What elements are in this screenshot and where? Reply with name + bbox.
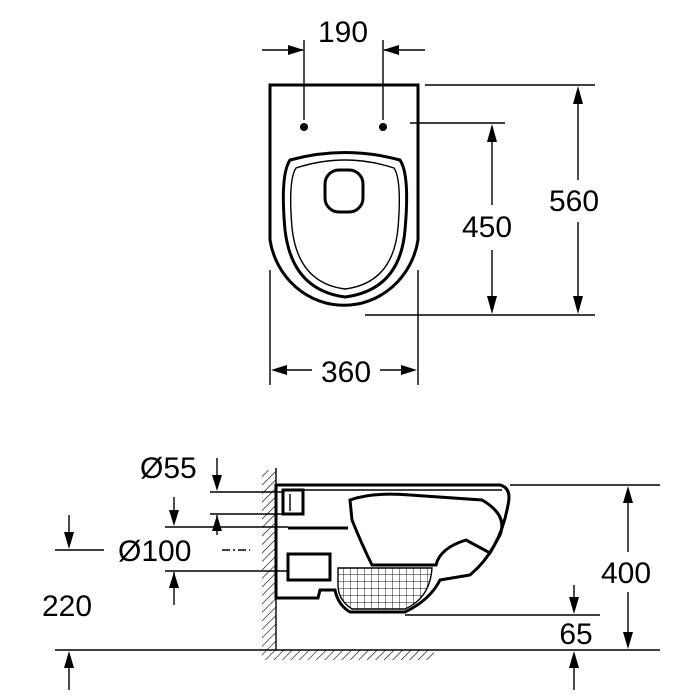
water-trap-grid <box>337 567 433 610</box>
dimension-fixing-to-front: 450 <box>365 122 595 316</box>
dimension-drain-diameter: Ø55 <box>140 452 283 535</box>
dimension-label-560: 560 <box>549 185 599 218</box>
fixing-hole-left <box>300 123 308 131</box>
dimension-label-220: 220 <box>42 590 92 623</box>
dimension-label-65: 65 <box>559 618 592 651</box>
dimension-outlet-height: 220 <box>42 515 262 690</box>
dimension-label-400: 400 <box>601 557 651 590</box>
seat-opening-top <box>281 151 409 299</box>
dimension-fixing-spacing: 190 <box>262 16 425 120</box>
toilet-body-side <box>274 483 511 614</box>
dimension-label-o100: Ø100 <box>118 535 191 568</box>
top-view: 190 450 560 360 <box>262 16 599 389</box>
dimension-bowl-bottom: 65 <box>405 585 600 690</box>
dimension-label-450: 450 <box>462 211 512 244</box>
dimension-label-190: 190 <box>318 16 368 49</box>
fixing-hole-right <box>379 123 387 131</box>
inner-seat-line <box>289 159 401 290</box>
dimension-label-360: 360 <box>321 356 371 389</box>
dimension-total-width: 360 <box>269 270 419 389</box>
dimension-label-o55: Ø55 <box>140 452 197 485</box>
flush-inlet <box>281 488 305 516</box>
dimension-total-length: 560 <box>425 84 599 314</box>
bowl-interior <box>348 492 504 567</box>
dimension-outlet-diameter: Ø100 <box>55 497 288 605</box>
floor-hatching <box>262 650 434 660</box>
side-view: Ø55 Ø100 220 <box>42 452 660 690</box>
toilet-outline-top <box>268 83 420 307</box>
dimension-total-height: 400 <box>434 484 660 651</box>
wall-hatching <box>262 470 276 650</box>
flush-rim-opening <box>323 168 365 214</box>
